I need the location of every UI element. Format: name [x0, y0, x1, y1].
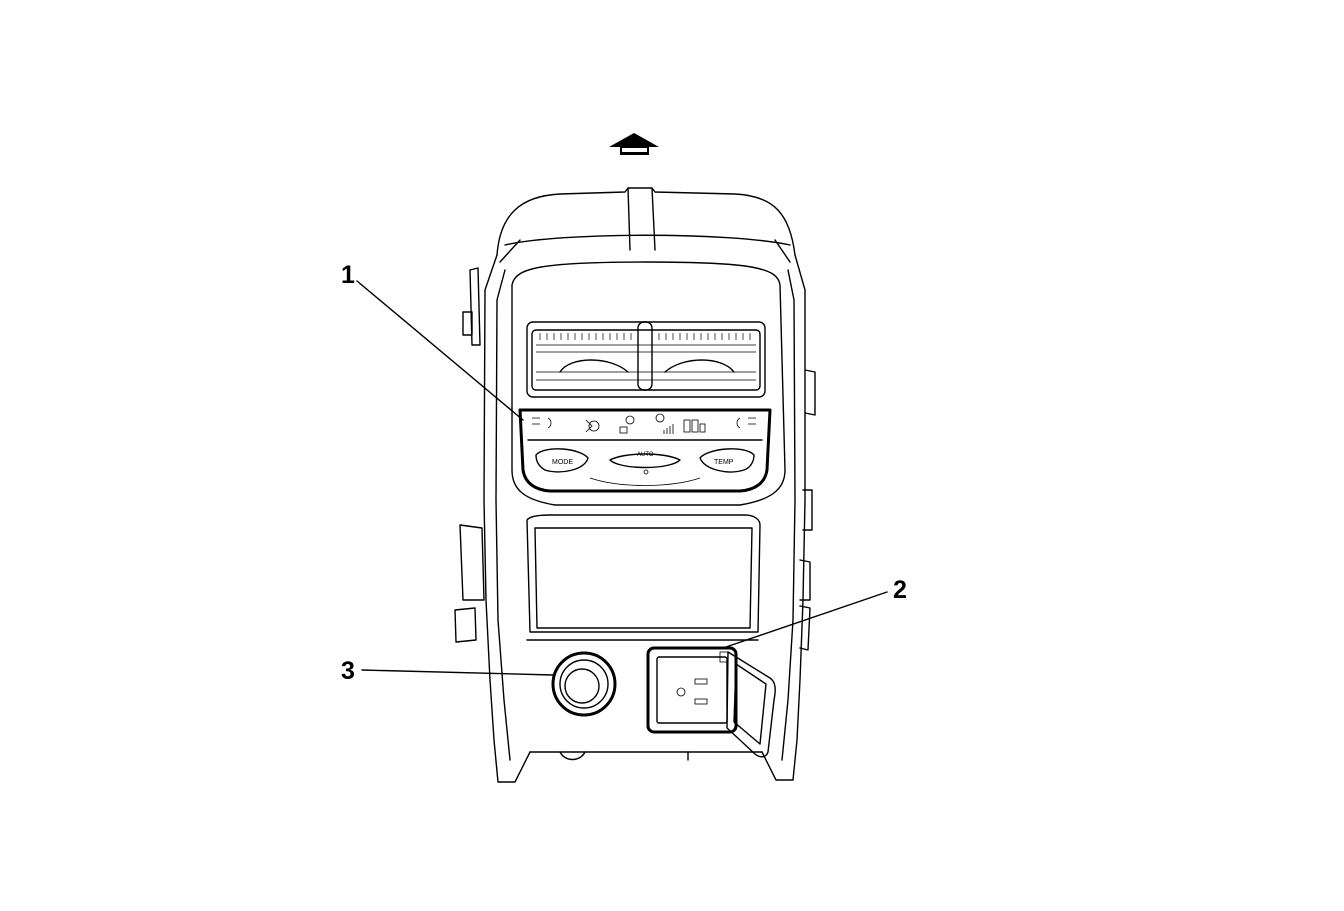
seat-heat-left-icon: [532, 417, 552, 429]
auto-button[interactable]: [609, 453, 681, 469]
mode-label: MODE: [552, 459, 573, 466]
rear-climate-control-panel: MODE TEMP AUTO: [518, 408, 772, 493]
leader-lines: [356, 280, 888, 676]
fan-speed-icon: [655, 413, 674, 434]
auto-label: AUTO: [637, 452, 654, 458]
temperature-display: [683, 419, 706, 433]
forward-arrow-icon: [609, 133, 659, 155]
power-receptacle: [551, 651, 617, 717]
seat-heat-right-icon: [736, 417, 756, 429]
callout-1: 1: [341, 261, 355, 289]
lock-icon: [619, 415, 635, 434]
storage-compartment: [526, 514, 761, 641]
mode-button[interactable]: [535, 448, 589, 473]
fan-icon: [585, 419, 600, 433]
temp-button[interactable]: [699, 448, 755, 473]
callout-2: 2: [893, 576, 907, 604]
callout-3: 3: [341, 657, 355, 685]
power-outlet-icon: [646, 646, 776, 758]
rear-air-vent: [511, 261, 786, 506]
console-body: [454, 187, 816, 783]
temp-label: TEMP: [714, 459, 734, 466]
